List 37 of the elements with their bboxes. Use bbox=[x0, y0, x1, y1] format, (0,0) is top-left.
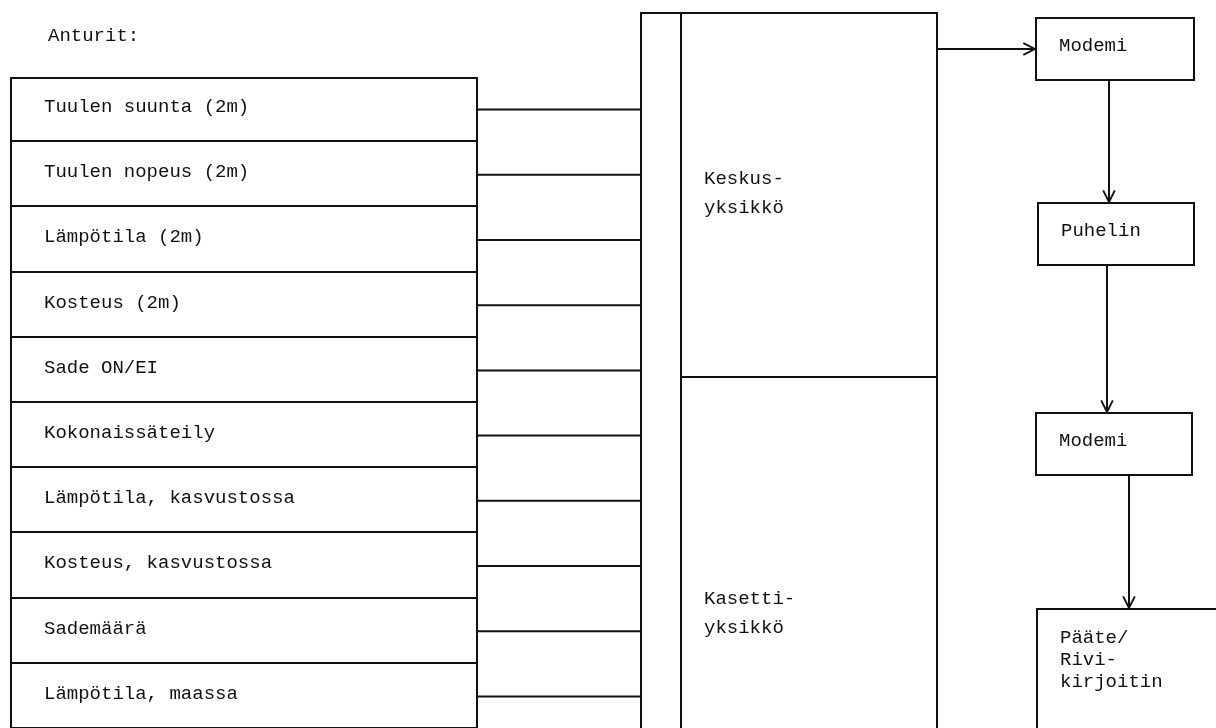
unit-label: Keskus- yksikkö bbox=[704, 167, 785, 221]
unit-box bbox=[680, 12, 938, 378]
connector-line bbox=[477, 239, 641, 241]
device-box bbox=[1035, 17, 1195, 81]
device-label: Modemi bbox=[1059, 431, 1129, 453]
arrow bbox=[937, 42, 1036, 56]
device-label: Pääte/ Rivi- kirjoitin bbox=[1060, 628, 1164, 694]
device-box bbox=[1037, 202, 1195, 266]
sensor-label: Lämpötila, kasvustossa bbox=[44, 487, 295, 510]
connector-line bbox=[477, 108, 641, 111]
connector-line bbox=[477, 499, 641, 502]
connector-line bbox=[477, 565, 641, 567]
unit-label: Kasetti- yksikkö bbox=[704, 587, 796, 641]
device-label: Modemi bbox=[1059, 36, 1129, 58]
arrow bbox=[1102, 80, 1116, 203]
device-label: Puhelin bbox=[1061, 221, 1142, 243]
connector-line bbox=[477, 304, 641, 307]
sensor-label: Tuulen nopeus (2m) bbox=[44, 161, 250, 184]
sensor-label: Kosteus, kasvustossa bbox=[44, 552, 273, 575]
arrow bbox=[1122, 475, 1136, 609]
sensor-label: Tuulen suunta (2m) bbox=[44, 96, 250, 118]
device-box bbox=[1035, 412, 1193, 476]
sensor-label: Sade ON/EI bbox=[44, 356, 159, 379]
connector-line bbox=[477, 173, 641, 176]
connector-line bbox=[477, 434, 641, 437]
heading: Anturit: bbox=[48, 25, 140, 47]
sensor-label: Lämpötila, maassa bbox=[44, 682, 238, 705]
connector-line bbox=[477, 630, 641, 633]
central-unit-box bbox=[640, 12, 938, 728]
sensor-label: Lämpötila (2m) bbox=[44, 226, 204, 249]
arrow bbox=[1100, 265, 1114, 413]
sensor-label: Kosteus (2m) bbox=[44, 291, 181, 314]
connector-line bbox=[477, 695, 641, 698]
sensor-label: Kokonaissäteily bbox=[44, 422, 216, 444]
connector-line bbox=[477, 369, 641, 372]
device-box bbox=[1036, 608, 1216, 728]
sensor-label: Sademäärä bbox=[44, 617, 147, 640]
